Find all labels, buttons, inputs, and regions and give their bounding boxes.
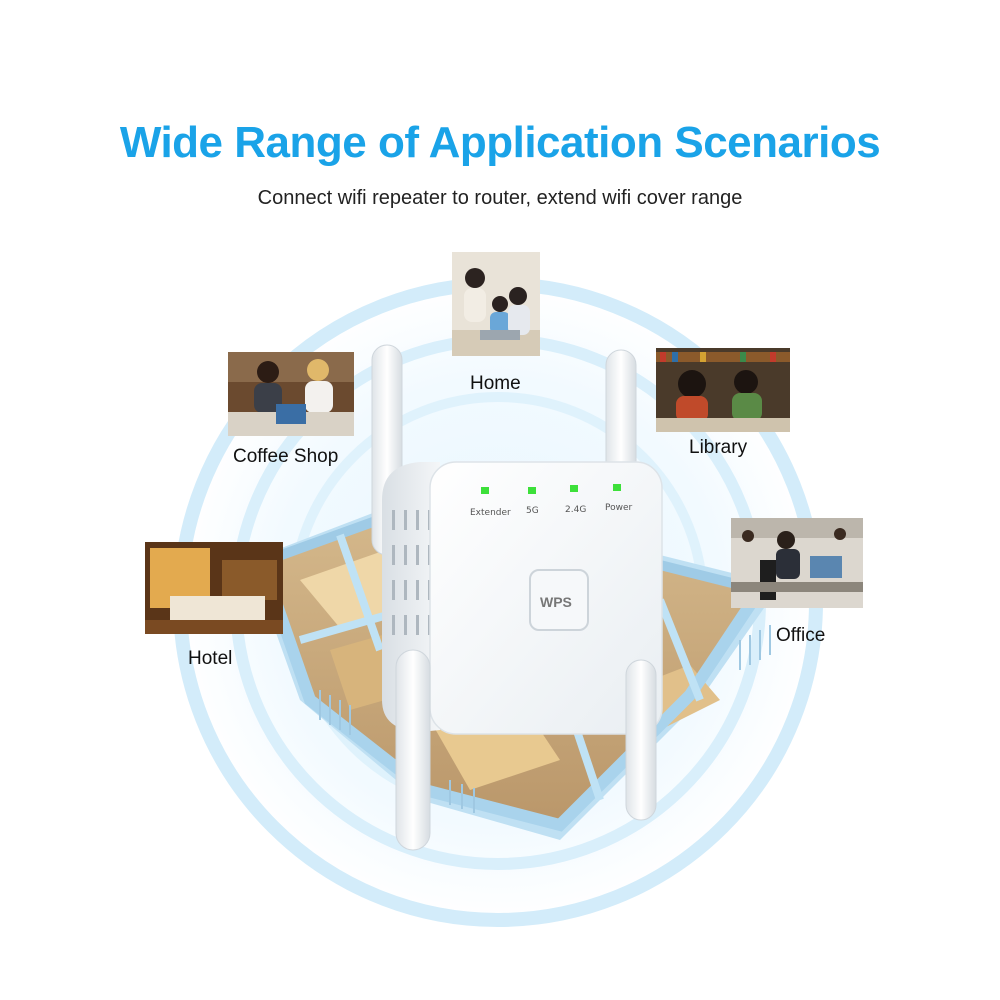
antenna-back-right: [605, 349, 637, 481]
label-office: Office: [776, 625, 826, 646]
label-home: Home: [470, 373, 521, 394]
led-indicators: Extender 5G 2.4G Power: [470, 484, 633, 518]
wifi-repeater-device: Extender 5G 2.4G Power WPS: [371, 344, 663, 851]
led-24g: [570, 485, 578, 492]
photo-office: [731, 518, 863, 608]
led-label-extender: Extender: [470, 508, 511, 518]
led-5g: [528, 487, 536, 494]
photo-library: [656, 348, 790, 432]
antenna-front-left: [395, 649, 431, 851]
led-label-5g: 5G: [526, 506, 539, 516]
led-extender: [481, 487, 489, 494]
photo-hotel: [145, 542, 283, 634]
page-subtitle: Connect wifi repeater to router, extend …: [257, 187, 743, 209]
antenna-front-right: [625, 659, 657, 821]
photo-coffee-shop: [228, 352, 354, 436]
led-label-power: Power: [605, 503, 633, 513]
wps-button[interactable]: [529, 569, 589, 631]
label-hotel: Hotel: [188, 648, 233, 669]
photo-home: [452, 252, 540, 356]
label-library: Library: [689, 437, 748, 458]
led-power: [613, 484, 621, 491]
wps-button-label: WPS: [540, 594, 572, 610]
label-coffee-shop: Coffee Shop: [233, 446, 339, 467]
page-title: Wide Range of Application Scenarios: [119, 118, 881, 167]
led-label-24g: 2.4G: [565, 505, 586, 515]
